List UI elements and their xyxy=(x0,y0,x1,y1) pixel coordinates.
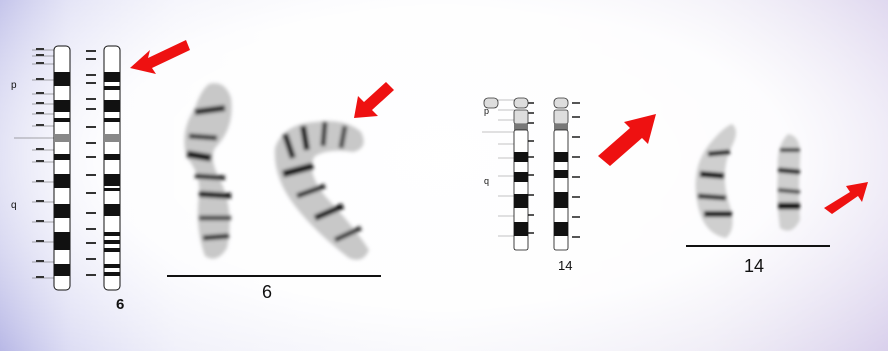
chr14-ideogram-a xyxy=(553,97,569,251)
chr14-panel: p q 14 14 xyxy=(440,0,888,351)
chr6-photo-a xyxy=(184,83,232,259)
chr6-karyotype-pair xyxy=(167,83,381,277)
chr14-karyotype-number: 14 xyxy=(744,256,765,276)
chr14-ideogram-number: 14 xyxy=(558,258,573,273)
chr14-karyotype-pair xyxy=(686,124,830,247)
chr14-q-arm-label: q xyxy=(484,176,490,186)
chr14-photo-b xyxy=(777,134,801,231)
chr14-p-arm-label: p xyxy=(484,106,490,116)
chr6-ideogram-number: 6 xyxy=(116,296,125,313)
red-arrow-icon xyxy=(130,40,190,74)
chr6-ideogram-b xyxy=(103,45,121,291)
chr6-photo-b xyxy=(274,121,369,260)
red-arrow-icon xyxy=(824,182,868,214)
chr14-ideogram-b xyxy=(483,97,499,109)
chr6-p-arm-label: p xyxy=(11,80,17,91)
chr6-panel: p q 6 xyxy=(0,0,420,351)
chr6-karyotype-number: 6 xyxy=(262,282,273,302)
chr14-ideogram-left xyxy=(513,97,529,251)
red-arrow-icon xyxy=(598,114,656,166)
chr6-q-arm-label: q xyxy=(11,200,17,211)
chr14-ideogram-pair xyxy=(482,97,580,251)
red-arrow-icon xyxy=(354,82,394,118)
chr6-ideogram-a xyxy=(53,45,71,291)
chr6-ideogram-pair xyxy=(14,45,121,291)
chr14-photo-a xyxy=(695,124,736,238)
